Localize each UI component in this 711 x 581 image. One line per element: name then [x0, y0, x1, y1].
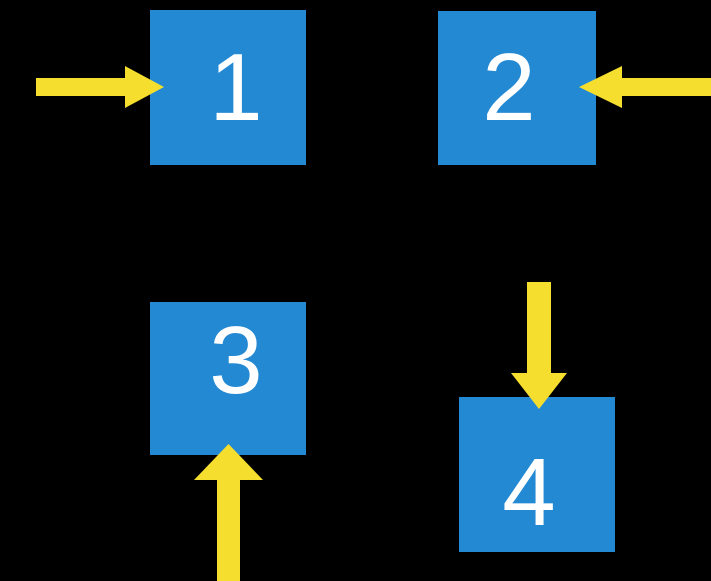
box-1-label: 1: [209, 33, 263, 141]
box-1[interactable]: 1: [150, 10, 306, 165]
box-4-label: 4: [502, 438, 556, 546]
arrow-down-icon: [511, 282, 567, 409]
box-3-label: 3: [209, 306, 263, 414]
arrow-left-icon: [579, 66, 711, 108]
arrow-right-icon: [36, 66, 164, 108]
box-3[interactable]: 3: [150, 302, 306, 455]
box-4[interactable]: 4: [459, 397, 615, 552]
box-2[interactable]: 2: [438, 11, 596, 165]
arrow-up-icon: [194, 444, 263, 581]
box-2-label: 2: [482, 34, 536, 141]
